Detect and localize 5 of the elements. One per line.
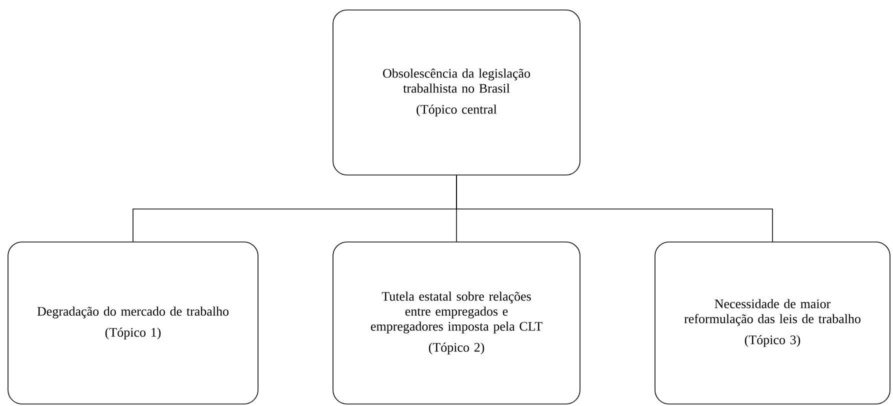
topic-box: Degradação do mercado de trabalho (Tópico 1) (8, 242, 258, 404)
connector-line (456, 174, 773, 242)
topic-box: Necessidade de maior reformulação das leis de trabalho (Tópico 3) (654, 242, 890, 404)
topic-box: Tutela estatal sobre relações entre empregados e empregadores imposta pela CLT (Tópico 2) (332, 242, 580, 404)
topic-box: Obsolescência da legislação trabalhista no Brasil (Tópico central (332, 10, 580, 176)
